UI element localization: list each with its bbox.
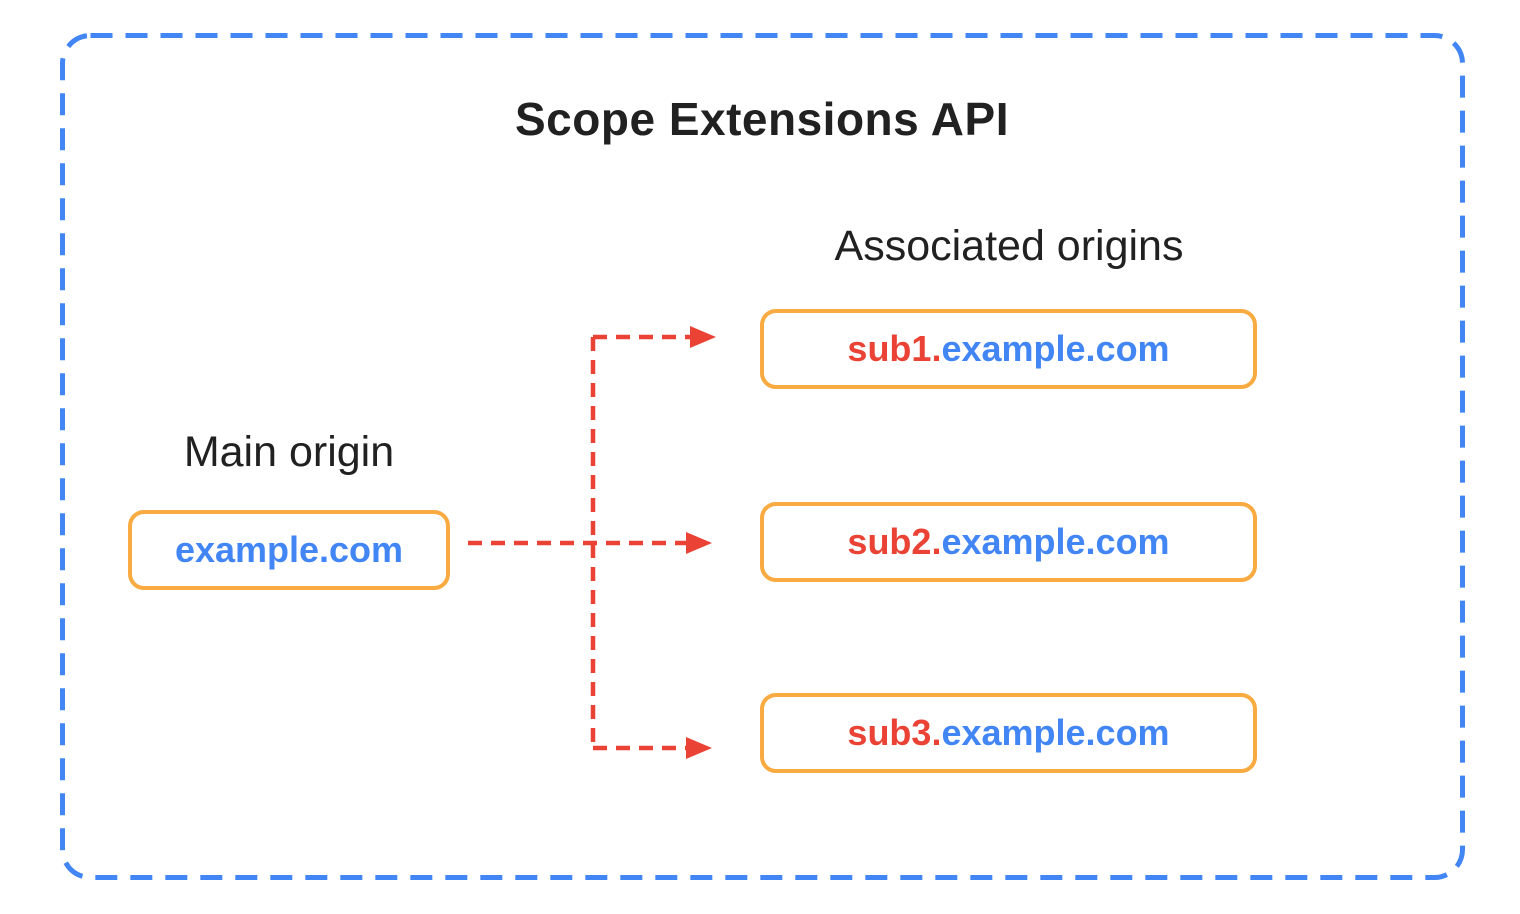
main-origin-domain: example.com [174, 529, 404, 570]
arrowhead-sub3-icon [686, 737, 712, 759]
sub3-prefix: sub3. [847, 712, 942, 753]
sub1-prefix: sub1. [847, 328, 942, 369]
sub2-prefix: sub2. [847, 521, 942, 562]
sub3-suffix: example.com [941, 712, 1170, 753]
sub1-suffix: example.com [941, 328, 1170, 369]
origin-box-sub1: sub1.example.com [760, 309, 1257, 389]
sub2-suffix: example.com [941, 521, 1170, 562]
origin-box-sub2: sub2.example.com [760, 502, 1257, 582]
diagram-title: Scope Extensions API [515, 93, 1009, 145]
outer-dashed-frame [60, 33, 1465, 880]
main-origin-box: example.com [128, 510, 450, 590]
origin-box-sub3: sub3.example.com [760, 693, 1257, 773]
main-origin-label: Main origin [183, 428, 395, 476]
arrowhead-sub2-icon [686, 532, 712, 554]
associated-origins-label: Associated origins [834, 222, 1184, 270]
arrowhead-sub1-icon [690, 326, 716, 348]
connector-arrows [468, 326, 716, 759]
